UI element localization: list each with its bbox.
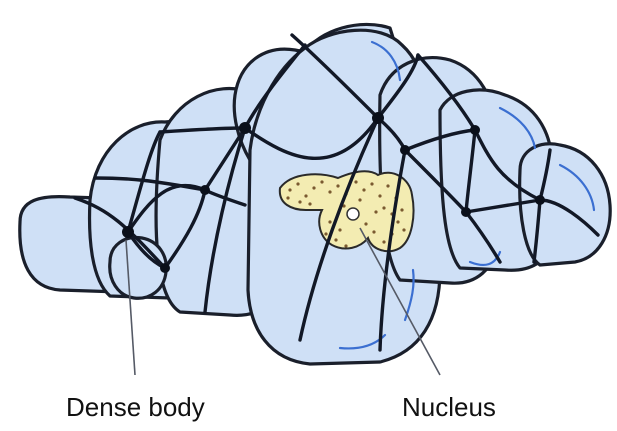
dense-body (239, 122, 251, 134)
chromatin-spot (296, 182, 299, 185)
cell-lobe-far-right (520, 144, 611, 265)
chromatin-spot (378, 194, 381, 197)
chromatin-spot (334, 238, 337, 241)
chromatin-spot (320, 180, 323, 183)
chromatin-spot (288, 188, 291, 191)
chromatin-spot (312, 186, 315, 189)
chromatin-spot (308, 202, 311, 205)
chromatin-spot (358, 198, 361, 201)
chromatin-spot (336, 184, 339, 187)
dense-body (122, 226, 134, 238)
nucleus-nucleolus (347, 208, 359, 220)
chromatin-spot (364, 222, 367, 225)
chromatin-spot (386, 184, 389, 187)
chromatin-spot (338, 228, 341, 231)
dense-body (372, 112, 384, 124)
chromatin-spot (400, 208, 403, 211)
chromatin-spot (354, 180, 357, 183)
dense-body (470, 125, 480, 135)
chromatin-spot (402, 228, 405, 231)
chromatin-spot (304, 194, 307, 197)
chromatin-spot (382, 240, 385, 243)
chromatin-spot (382, 206, 385, 209)
dense-body (461, 207, 471, 217)
chromatin-spot (370, 182, 373, 185)
chromatin-spot (328, 190, 331, 193)
dense-body-label: Dense body (66, 392, 205, 423)
chromatin-spot (328, 220, 331, 223)
chromatin-spot (374, 210, 377, 213)
dense-body (200, 185, 210, 195)
dense-body (400, 145, 410, 155)
chromatin-spot (298, 200, 301, 203)
dense-body (535, 195, 545, 205)
chromatin-spot (324, 232, 327, 235)
chromatin-spot (344, 244, 347, 247)
chromatin-spot (372, 230, 375, 233)
chromatin-spot (286, 196, 289, 199)
nucleus-label: Nucleus (402, 392, 496, 423)
chromatin-spot (396, 220, 399, 223)
chromatin-spot (362, 188, 365, 191)
dense-body (160, 263, 170, 273)
